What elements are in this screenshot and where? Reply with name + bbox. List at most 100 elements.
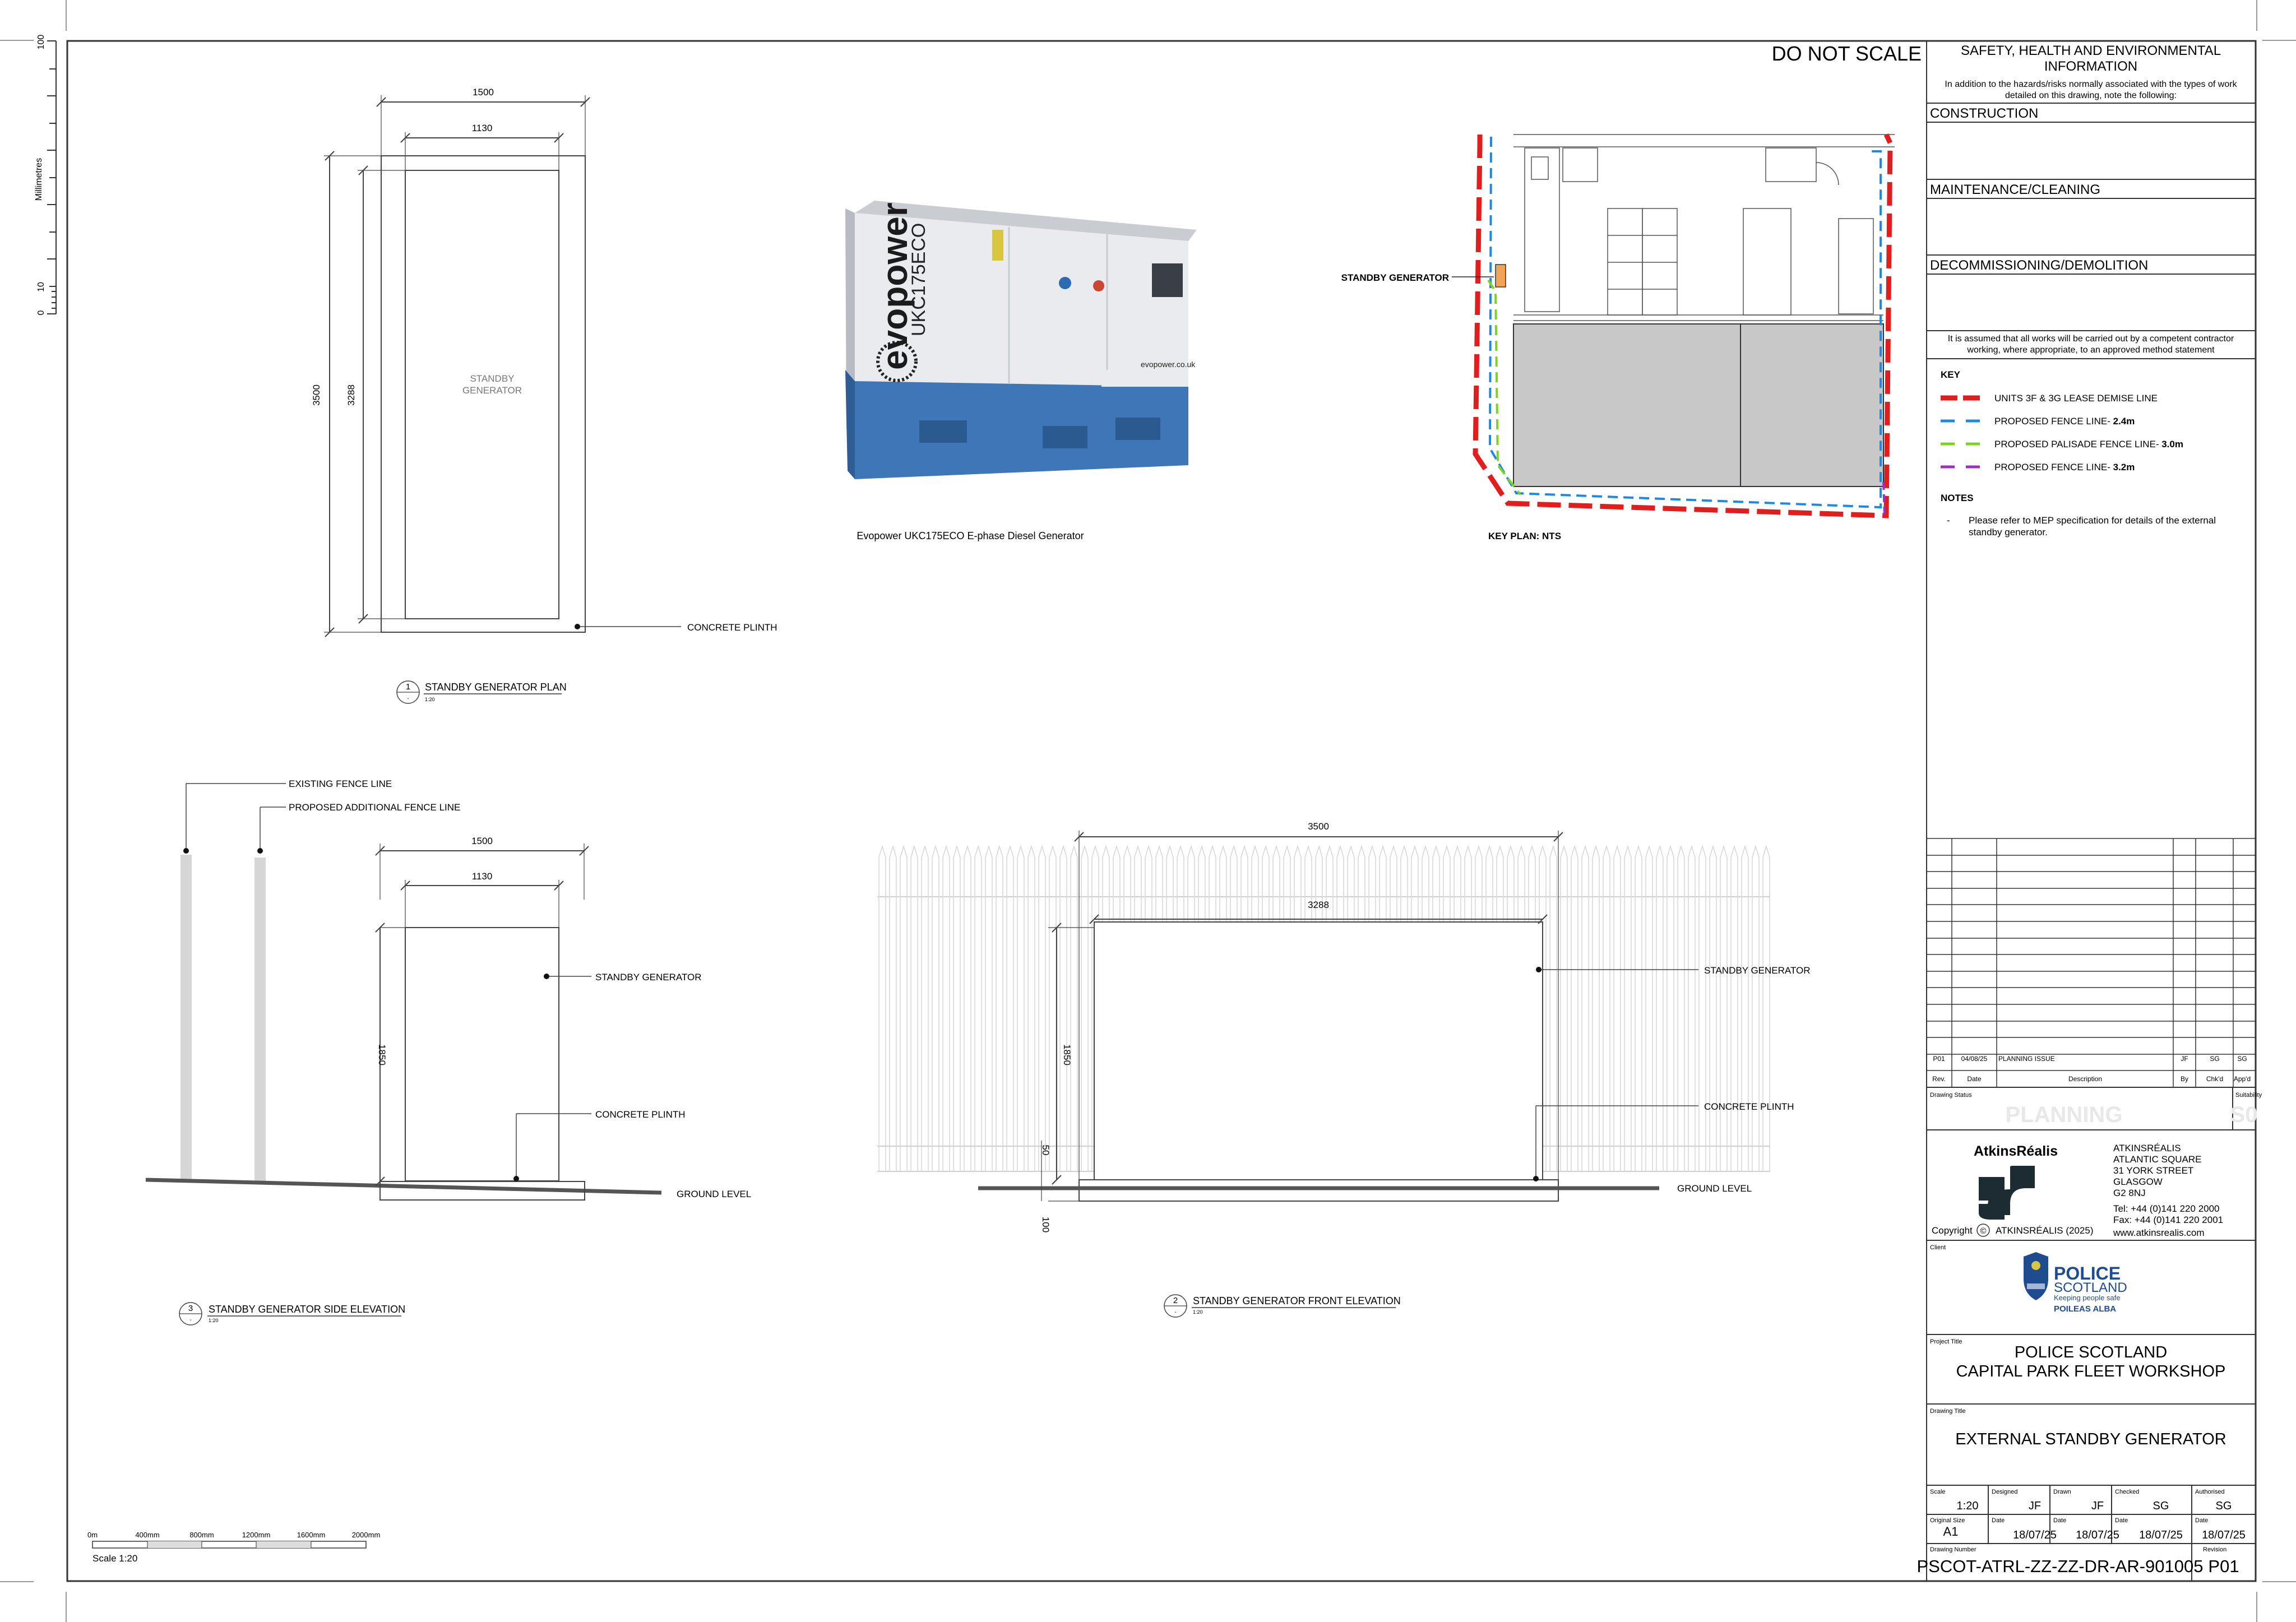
side-dim-1500: 1500	[471, 836, 493, 846]
palisade-picket	[1549, 845, 1557, 1171]
rev-header-date: Date	[1967, 1075, 1982, 1083]
front-elevation	[978, 831, 1698, 1202]
notes-line-1: Please refer to MEP specification for de…	[1969, 515, 2216, 526]
palisade-picket	[1581, 845, 1589, 1171]
palisade-picket	[900, 845, 908, 1171]
she-intro-1: In addition to the hazards/risks normall…	[1945, 80, 2237, 89]
palisade-picket	[1624, 845, 1632, 1171]
side-generator-dot	[544, 974, 549, 979]
sheet-border	[66, 40, 2257, 1582]
she-title-2: INFORMATION	[2044, 59, 2137, 74]
meta-drawn: JF	[2091, 1500, 2104, 1512]
palisade-picket	[985, 845, 993, 1171]
notes-line-2: standby generator.	[1969, 527, 2048, 537]
client-gaelic: POILEAS ALBA	[2054, 1304, 2116, 1314]
keyplan-generator-callout: STANDBY GENERATOR	[1341, 272, 1449, 283]
keyplan-title: KEY PLAN: NTS	[1488, 531, 1561, 541]
front-dim-3288: 3288	[1308, 900, 1329, 910]
photo-brand: evopower	[874, 202, 915, 370]
she-assumption-2: working, where appropriate, to an approv…	[1966, 345, 2215, 355]
key-item-demise: UNITS 3F & 3G LEASE DEMISE LINE	[1994, 393, 2158, 404]
meta-number-label: Drawing Number	[1930, 1546, 1976, 1553]
plan-title: STANDBY GENERATOR PLAN	[425, 682, 567, 693]
meta-date-4: 18/07/25	[2202, 1529, 2246, 1541]
keyplan-fence-2-4m	[1488, 136, 1882, 509]
meta-scale: 1:20	[1957, 1500, 1979, 1512]
scale-bar: 0m 400mm 800mm 1200mm 1600mm 2000mm Scal…	[87, 1531, 380, 1564]
ruler-unit: Millimetres	[34, 158, 44, 201]
meta-date-label-4: Date	[2195, 1517, 2208, 1524]
company-logo-text: AtkinsRéalis	[1974, 1143, 2058, 1159]
keyplan-generator-marker	[1495, 264, 1506, 288]
rev-header-appd: App'd	[2234, 1075, 2251, 1083]
meta-authorised-label: Authorised	[2195, 1489, 2225, 1495]
palisade-picket	[1027, 845, 1035, 1171]
generator-photo: evopower UKC175ECO evopower.co.uk	[845, 201, 1197, 479]
meta-date-label-1: Date	[1992, 1517, 2005, 1524]
plan-view	[324, 95, 681, 637]
client-name-1: POLICE	[2054, 1263, 2121, 1283]
plan-dim-1500: 1500	[473, 87, 494, 98]
meta-date-label-3: Date	[2115, 1517, 2128, 1524]
palisade-picket	[974, 845, 982, 1171]
ruler-tick-10: 10	[36, 282, 46, 292]
front-generator-dot	[1536, 967, 1542, 972]
side-proposed-fence-label: PROPOSED ADDITIONAL FENCE LINE	[289, 802, 460, 813]
scale-label-1200: 1200mm	[242, 1531, 271, 1539]
palisade-picket	[953, 845, 961, 1171]
side-generator-label: STANDBY GENERATOR	[595, 972, 702, 983]
scale-label-0: 0m	[87, 1531, 98, 1539]
plan-view-reference: 1 - 1:20 STANDBY GENERATOR PLAN	[396, 680, 567, 704]
palisade-picket	[1592, 845, 1600, 1171]
palisade-picket	[1560, 845, 1568, 1171]
she-intro-2: detailed on this drawing, note the follo…	[2005, 91, 2177, 100]
palisade-picket	[910, 845, 918, 1171]
palisade-picket	[996, 845, 1003, 1171]
copyright-icon	[1976, 1224, 1990, 1237]
palisade-picket	[1613, 845, 1621, 1171]
scale-label-400: 400mm	[135, 1531, 159, 1539]
palisade-picket	[1059, 845, 1067, 1171]
key-plan	[1452, 133, 1895, 518]
palisade-picket	[1741, 845, 1749, 1171]
she-decommissioning: DECOMMISSIONING/DEMOLITION	[1930, 258, 2148, 273]
palisade-picket	[1762, 845, 1770, 1171]
palisade-picket	[1677, 845, 1685, 1171]
copyright-symbol: ©	[1980, 1226, 1986, 1236]
company-addr-1: ATLANTIC SQUARE	[2113, 1154, 2201, 1165]
photo-model: UKC175ECO	[908, 223, 929, 336]
scale-label-2000: 2000mm	[352, 1531, 381, 1539]
palisade-picket	[921, 845, 929, 1171]
side-plinth-dot	[513, 1176, 519, 1181]
meta-date-2: 18/07/25	[2076, 1529, 2119, 1541]
meta-date-label-2: Date	[2053, 1517, 2066, 1524]
meta-revision-label: Revision	[2203, 1546, 2226, 1553]
meta-size: A1	[1943, 1524, 1959, 1538]
side-fence-dot-2	[257, 848, 263, 854]
project-line-2: CAPITAL PARK FLEET WORKSHOP	[1956, 1363, 2226, 1380]
plan-ref-num: 1	[406, 682, 410, 692]
company-web: www.atkinsrealis.com	[2113, 1227, 2205, 1238]
key-item-fence-3-2: PROPOSED FENCE LINE- 3.2m	[1994, 462, 2135, 472]
palisade-picket	[1645, 845, 1653, 1171]
meta-designed-label: Designed	[1992, 1489, 2017, 1495]
front-ref-scale: 1:20	[1193, 1309, 1203, 1315]
copyright-label: Copyright	[1932, 1225, 1973, 1236]
palisade-picket	[1571, 845, 1578, 1171]
side-ref-num: 3	[188, 1304, 193, 1313]
palisade-picket	[942, 845, 950, 1171]
side-ref-scale: 1:20	[209, 1318, 219, 1323]
plan-generator-label-2: GENERATOR	[462, 385, 522, 396]
plan-plinth-leader-dot	[575, 624, 580, 629]
meta-drawn-label: Drawn	[2053, 1489, 2071, 1495]
ruler-tick-0: 0	[36, 310, 46, 315]
meta-size-label: Original Size	[1930, 1517, 1965, 1524]
photo-url: evopower.co.uk	[1141, 360, 1196, 369]
status-value: PLANNING	[2006, 1102, 2123, 1127]
status-label: Drawing Status	[1930, 1092, 1972, 1099]
palisade-picket	[964, 845, 971, 1171]
front-dim-3500: 3500	[1308, 821, 1329, 832]
palisade-picket	[1603, 845, 1610, 1171]
front-ref-num: 2	[1173, 1296, 1178, 1305]
